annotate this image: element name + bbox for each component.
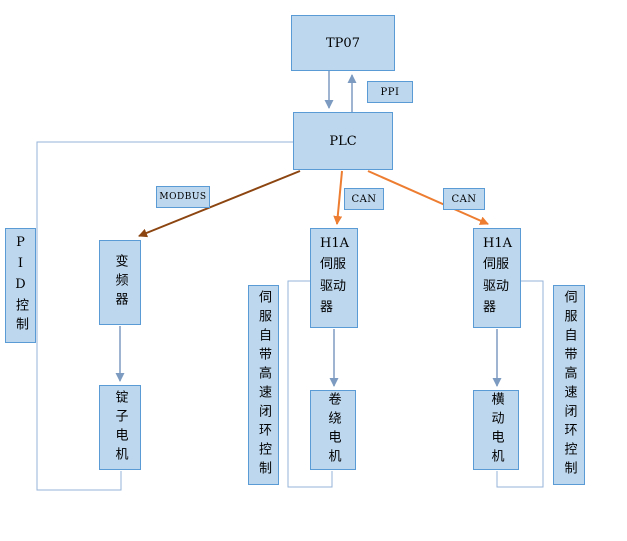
node-pid-control: PID控制 [5, 228, 36, 343]
node-winding-motor: 卷绕电机 [310, 390, 356, 470]
node-tp07-label: TP07 [326, 35, 360, 51]
node-traverse-motor-label: 横动电机 [488, 392, 504, 468]
bus-label-modbus-text: MODBUS [159, 192, 207, 202]
node-servo-driver-right-label: H1A 伺服 驱动 器 [483, 236, 512, 316]
node-servo-driver-left-label: H1A 伺服 驱动 器 [320, 236, 349, 316]
node-inverter-label: 变频器 [112, 254, 128, 311]
node-servo-driver-right: H1A 伺服 驱动 器 [473, 228, 521, 328]
note-servo-closed-loop-right-label: 伺服自带高速闭环控制 [561, 290, 577, 480]
edge-plc-to-inverter-modbus-arrow [138, 170, 301, 238]
bus-label-can-left: CAN [344, 188, 384, 210]
node-servo-driver-left: H1A 伺服 驱动 器 [310, 228, 358, 328]
loop-pid-feedback-line [36, 141, 293, 491]
node-spindle-motor-label: 锭子电机 [112, 389, 128, 466]
node-inverter: 变频器 [99, 240, 141, 325]
bus-label-modbus: MODBUS [156, 186, 210, 208]
node-plc-label: PLC [329, 133, 357, 149]
node-plc: PLC [293, 112, 393, 170]
bus-label-can-right-text: CAN [451, 193, 477, 205]
bus-label-can-right: CAN [443, 188, 485, 210]
node-winding-motor-label: 卷绕电机 [325, 392, 341, 468]
node-pid-control-label: PID控制 [13, 235, 28, 336]
edge-plc-to-servo-right-can-arrow [367, 170, 489, 225]
node-traverse-motor: 横动电机 [473, 390, 519, 470]
note-servo-closed-loop-right: 伺服自带高速闭环控制 [553, 285, 585, 485]
bus-label-ppi: PPI [367, 81, 413, 103]
node-tp07: TP07 [291, 15, 395, 71]
loop-servo-right-feedback-line [496, 280, 544, 488]
loop-servo-left-feedback-line [287, 280, 333, 488]
note-servo-closed-loop-left-label: 伺服自带高速闭环控制 [256, 290, 271, 480]
note-servo-closed-loop-left: 伺服自带高速闭环控制 [248, 285, 279, 485]
edge-plc-to-servo-left-can-arrow [333, 170, 343, 225]
node-spindle-motor: 锭子电机 [99, 385, 141, 470]
bus-label-ppi-text: PPI [380, 86, 400, 98]
bus-label-can-left-text: CAN [351, 193, 377, 205]
